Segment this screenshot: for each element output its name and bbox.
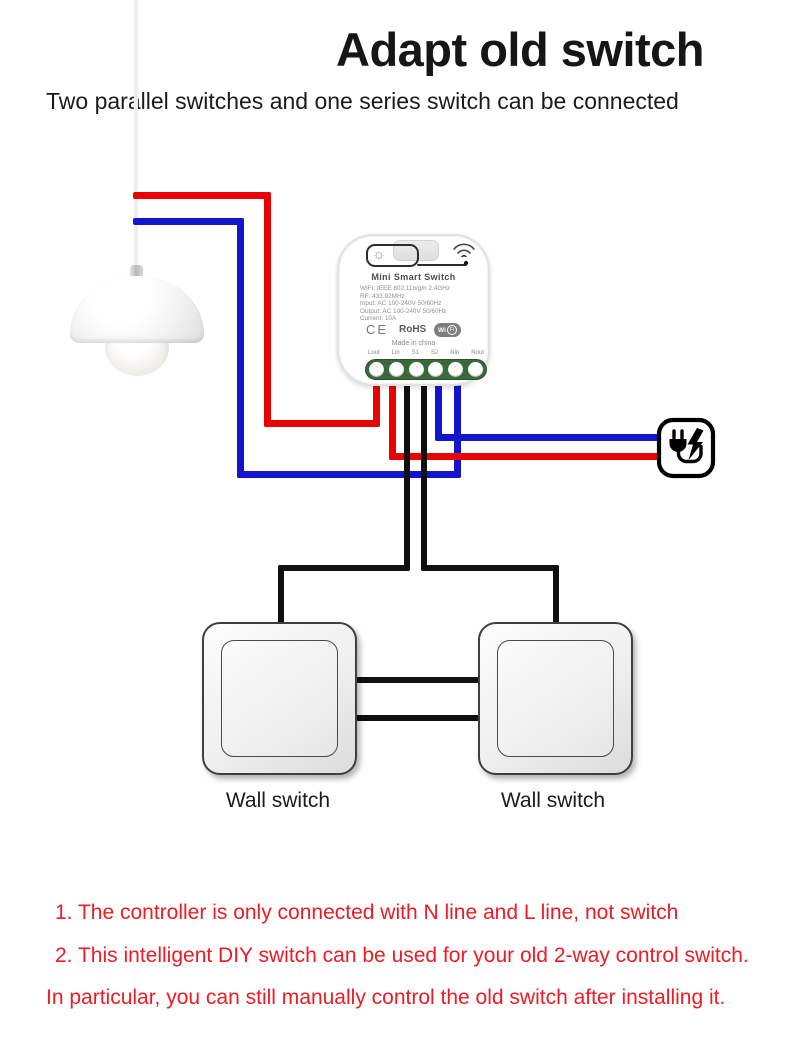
switch-wire-s1-to-left-switch <box>278 565 410 571</box>
neutral-wire-nout-to-lamp <box>237 218 244 478</box>
wall-switch-right <box>478 622 633 775</box>
status-led-dot <box>464 261 468 265</box>
switch-wire-s2-to-right-switch <box>553 565 559 627</box>
wall-switch-label-right: Wall switch <box>500 789 606 812</box>
terminal-hole <box>448 362 464 377</box>
neutral-wire-nin-to-plug <box>435 434 660 441</box>
terminal-label-lin: Lin <box>391 350 400 356</box>
terminal-labels: Lout Lin S1 S2 Nin Nout <box>365 350 487 356</box>
device-spec-line: Current: 10A <box>360 315 397 323</box>
switch-wire-s1-to-left-switch <box>278 565 284 627</box>
lamp-connector <box>130 265 143 279</box>
device-spec-line: Input: AC 100-240V 50/60Hz <box>360 300 442 308</box>
neutral-wire-nout-to-lamp <box>454 380 461 478</box>
device-title: Mini Smart Switch <box>371 272 456 282</box>
brightness-icon-frame <box>366 244 419 267</box>
live-wire-lout-to-lamp <box>264 192 271 427</box>
live-wire-lin-to-plug <box>389 380 396 460</box>
wifi-certification-badge: Wi Fi <box>434 323 461 337</box>
plug-body <box>669 439 687 452</box>
switch-wire-s2-to-right-switch <box>421 380 427 571</box>
note-line-3: In particular, you can still manually co… <box>46 986 726 1009</box>
brightness-frame-line <box>417 264 467 266</box>
sun-brightness-icon: ☼ <box>372 246 386 263</box>
terminal-hole <box>369 362 384 377</box>
neutral-wire-nout-to-lamp <box>237 471 461 478</box>
neutral-wire-nin-to-plug <box>435 380 442 441</box>
terminal-strip <box>365 359 487 380</box>
live-wire-lout-to-lamp <box>264 420 380 427</box>
wall-switch-label-left: Wall switch <box>225 789 331 812</box>
note-line-1: 1. The controller is only connected with… <box>55 901 679 924</box>
live-wire-lin-to-plug <box>389 453 660 460</box>
wall-switch-rocker <box>221 640 338 757</box>
page-title: Adapt old switch <box>336 23 705 76</box>
rohs-label: RoHS <box>399 324 427 335</box>
device-specs: WIFI: IEEE 802.11b/g/n 2.4GHz RF: 433.92… <box>360 285 478 323</box>
lamp-cord <box>134 0 138 282</box>
lightning-bolt-icon <box>687 428 704 460</box>
neutral-wire-nout-to-lamp <box>133 218 244 225</box>
terminal-label-s1: S1 <box>411 350 419 356</box>
traveler-wire-bottom <box>356 715 479 721</box>
switch-wire-s2-to-right-switch <box>421 565 559 571</box>
traveler-wire-top <box>356 677 479 683</box>
terminal-label-s2: S2 <box>430 350 439 356</box>
terminal-label-nout: Nout <box>471 350 484 356</box>
wifi-badge-left: Wi <box>438 326 446 334</box>
terminal-hole <box>388 362 404 377</box>
live-wire-lout-to-lamp <box>133 192 271 199</box>
terminal-hole <box>467 362 483 377</box>
page-subtitle: Two parallel switches and one series swi… <box>46 88 679 114</box>
power-plug-icon <box>656 417 716 479</box>
terminal-hole <box>428 362 444 377</box>
device-spec-line: WIFI: IEEE 802.11b/g/n 2.4GHz <box>360 285 451 292</box>
ce-mark: CE <box>366 322 389 337</box>
terminal-label-lout: Lout <box>368 350 380 356</box>
smart-switch-device: ☼ Mini Smart Switch WIFI: IEEE 802.11b/g… <box>337 234 490 386</box>
wifi-badge-right: Fi <box>446 325 457 335</box>
device-spec-line: Output: AC 100-240V 50/60Hz <box>360 307 447 315</box>
wall-switch-rocker <box>497 640 614 757</box>
switch-wire-s1-to-left-switch <box>404 380 410 571</box>
made-in-label: Made in china <box>391 340 436 347</box>
note-line-2: 2. This intelligent DIY switch can be us… <box>55 944 749 967</box>
device-spec-line: RF: 433.92MHz <box>360 292 405 300</box>
wifi-signal-icon <box>453 243 475 258</box>
terminal-label-nin: Nin <box>450 350 460 356</box>
wall-switch-left <box>202 622 357 775</box>
live-wire-lout-to-lamp <box>373 380 380 427</box>
terminal-hole <box>408 362 424 377</box>
